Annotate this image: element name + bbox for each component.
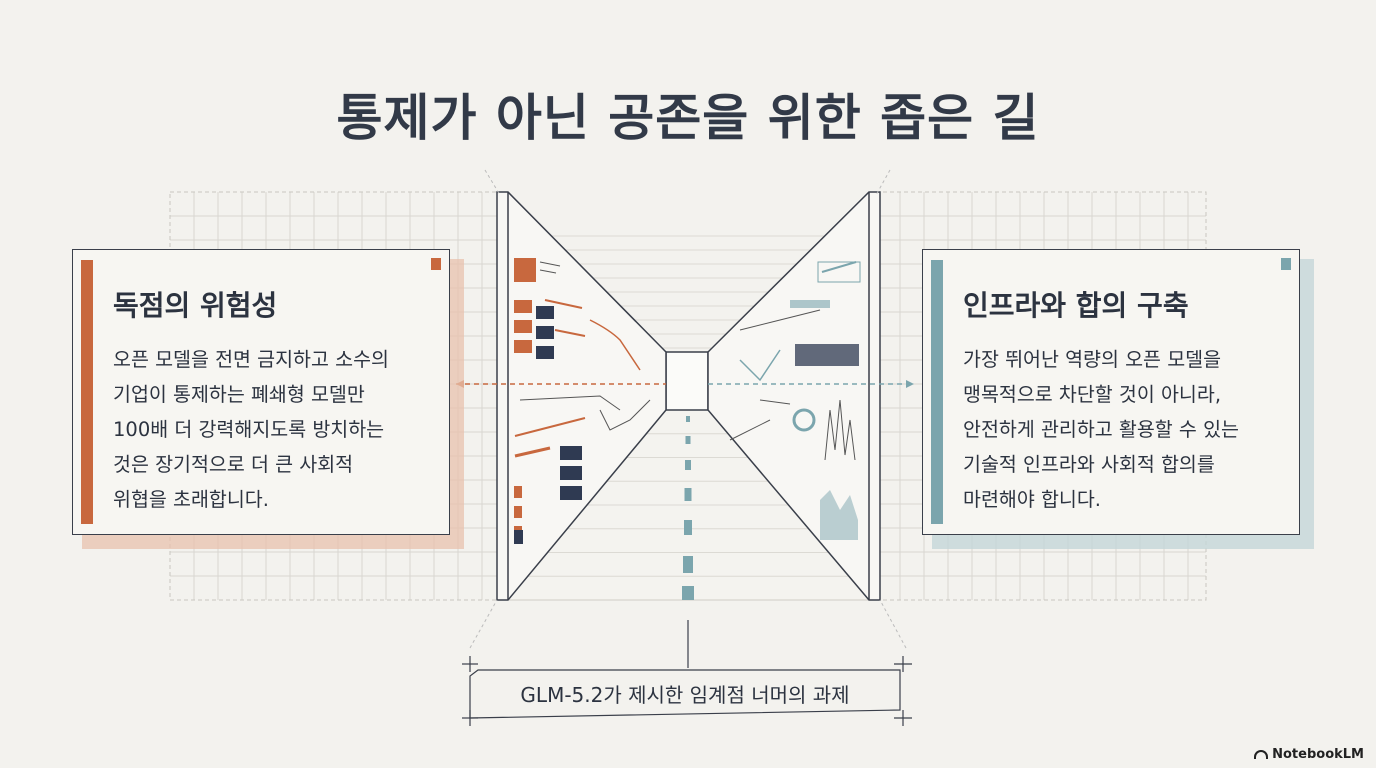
left-card-body: 오픈 모델을 전면 금지하고 소수의 기업이 통제하는 폐쇄형 모델만 100배… [113, 348, 389, 511]
wall-line [599, 399, 651, 431]
corridor-end-doorway [665, 351, 709, 411]
right-card: 인프라와 합의 구축 가장 뛰어난 역량의 오픈 모델을 맹목적으로 차단할 것… [922, 249, 1300, 535]
wall-curve [589, 319, 641, 371]
caption: GLM-5.2가 제시한 임계점 너머의 과제 [520, 682, 850, 707]
right-wall [707, 191, 881, 601]
right-dashed-arrow [708, 380, 914, 388]
brand-mark: NotebookLM [1254, 747, 1364, 762]
wall-block [514, 486, 522, 498]
path-dash [685, 436, 691, 444]
wall-arrow [554, 329, 586, 337]
wall-line [729, 419, 771, 441]
wall-block [514, 258, 536, 282]
wall-line [519, 395, 621, 411]
wall-gauge [792, 408, 816, 432]
wall-arrow [544, 299, 583, 309]
corridor-floor [495, 235, 882, 601]
path-dash [683, 556, 693, 573]
brand-label: NotebookLM [1272, 747, 1364, 762]
path-dash [686, 416, 690, 422]
wall-block [795, 344, 859, 366]
wall-line [739, 349, 781, 382]
path-dash [684, 488, 692, 501]
right-card-heading: 인프라와 합의 구축 [963, 289, 1189, 322]
wall-block [536, 306, 554, 319]
perspective-guide [469, 599, 498, 649]
wall-block [514, 530, 523, 544]
caption-frame [462, 656, 912, 726]
wall-panel [817, 261, 861, 283]
wall-arrow [514, 417, 586, 437]
wall-block [514, 300, 532, 313]
perspective-guide [875, 169, 891, 196]
wall-block [560, 486, 582, 500]
wall-block [514, 506, 522, 518]
path-dash [684, 520, 692, 535]
wall-block [514, 340, 532, 353]
wall-block [536, 326, 554, 339]
wall-line [759, 399, 791, 405]
wall-line [539, 269, 557, 274]
wall-block [514, 320, 532, 333]
wall-line [539, 261, 561, 267]
wall-area [820, 490, 858, 540]
wall-block [560, 446, 582, 460]
perspective-guide [879, 599, 907, 649]
right-card-corner-mark [1281, 258, 1291, 270]
right-card-accent-bar [931, 260, 943, 524]
left-card-heading: 독점의 위험성 [113, 289, 278, 322]
wall-block [560, 466, 582, 480]
wall-arrow [514, 446, 551, 458]
page-title: 통제가 아닌 공존을 위한 좁은 길 [336, 89, 1040, 147]
path-dash [685, 460, 691, 470]
wall-chart [824, 399, 856, 461]
left-card-accent-bar [81, 260, 93, 524]
path-dash [682, 586, 694, 600]
wall-line [821, 261, 857, 273]
wall-block [536, 346, 554, 359]
wall-block [790, 300, 830, 308]
left-card: 독점의 위험성 오픈 모델을 전면 금지하고 소수의 기업이 통제하는 폐쇄형 … [72, 249, 450, 535]
notebooklm-logo-icon [1254, 750, 1269, 759]
left-card-corner-mark [431, 258, 441, 270]
center-path-dashes [682, 416, 694, 600]
perspective-guide [484, 169, 501, 196]
right-card-body: 가장 뛰어난 역량의 오픈 모델을 맹목적으로 차단할 것이 아니라, 안전하게… [963, 348, 1239, 511]
wall-line [739, 309, 821, 331]
